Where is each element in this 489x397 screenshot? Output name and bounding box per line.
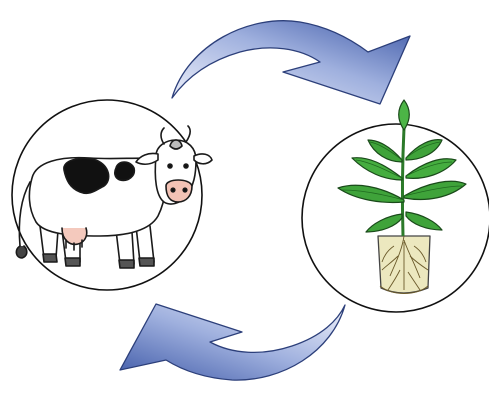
plant-node — [302, 100, 489, 312]
cow-node — [12, 100, 212, 290]
curved-arrow-icon — [172, 21, 410, 104]
curved-arrow-icon — [120, 304, 345, 380]
